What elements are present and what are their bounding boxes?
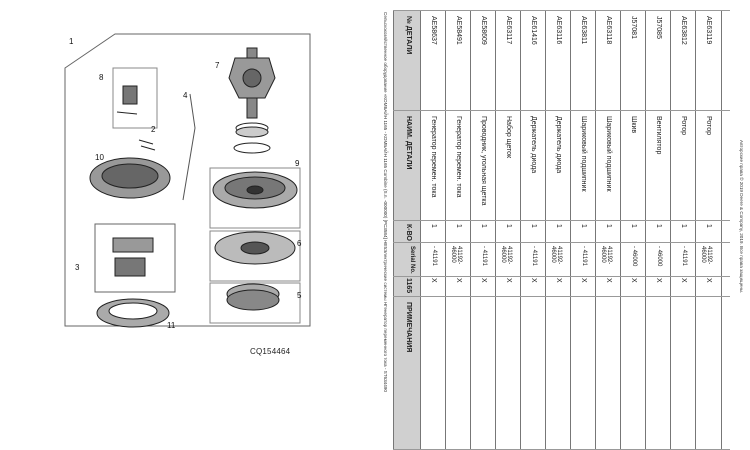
callout-2: 2	[151, 125, 156, 134]
table-row	[420, 10, 446, 450]
cell-qty: 1	[530, 224, 537, 228]
header-model: 1165	[405, 278, 412, 294]
callout-7: 7	[215, 61, 220, 70]
cell-qty: 1	[505, 224, 512, 228]
cell-part-number: AE63811	[580, 16, 587, 45]
cell-qty: 1	[705, 224, 712, 228]
cell-serial-range: 41192- 46000	[700, 246, 712, 265]
cell-part-name: Шариковый подшипник	[605, 116, 612, 192]
header-qty: К-ВО	[405, 224, 412, 241]
header-serial: Serial No.	[409, 246, 415, 274]
cell-part-number: AE58637	[430, 16, 437, 45]
cell-qty: 1	[480, 224, 487, 228]
header-part-number: № ДЕТАЛИ	[405, 16, 412, 55]
cell-model-mark: X	[455, 278, 462, 283]
cell-qty: 1	[605, 224, 612, 228]
table-row	[445, 10, 471, 450]
cell-part-number: J57081	[630, 16, 637, 39]
cell-model-mark: X	[605, 278, 612, 283]
callout-11: 11	[167, 321, 176, 330]
table-row	[545, 10, 571, 450]
cell-model-mark: X	[530, 278, 537, 283]
cell-part-name: Генератор перемен. тока	[430, 116, 437, 198]
cell-serial-range: - 41191	[431, 246, 437, 266]
cell-model-mark: X	[580, 278, 587, 283]
cell-serial-range: - 46000	[631, 246, 637, 267]
callout-5: 5	[297, 291, 302, 300]
cell-serial-range: 41192- 46000	[600, 246, 612, 265]
cell-part-number: AE63117	[505, 16, 512, 45]
cell-qty: 1	[430, 224, 437, 228]
callout-8: 8	[99, 73, 104, 82]
table-row	[495, 10, 521, 450]
header-part-name: НАИМ. ДЕТАЛИ	[405, 116, 412, 170]
cell-part-number: AE63119	[705, 16, 712, 45]
cell-model-mark: X	[655, 278, 662, 283]
cell-part-number: AE58491	[455, 16, 462, 45]
cell-serial-range: - 41191	[581, 246, 587, 266]
cell-qty: 1	[630, 224, 637, 228]
copyright-text: Авторские права © 2019 Deere & Company, …	[739, 140, 744, 294]
cell-part-name: Держатель диода	[555, 116, 562, 174]
cell-model-mark: X	[430, 278, 437, 283]
cell-part-name: Вентилятор	[655, 116, 662, 155]
cell-qty: 1	[555, 224, 562, 228]
cell-part-number: AE58609	[480, 16, 487, 45]
breadcrumb-text: Сельскохозяйственное оборудование «КОМБА…	[383, 12, 388, 392]
table-row	[595, 10, 621, 450]
cell-part-name: Ротор	[680, 116, 687, 136]
table-row	[620, 10, 646, 450]
cell-part-number: AE63116	[555, 16, 562, 45]
cell-part-number: AE63812	[680, 16, 687, 45]
callout-4: 4	[183, 91, 188, 100]
cell-serial-range: 41192- 46000	[550, 246, 562, 265]
cell-serial-range: - 41191	[481, 246, 487, 266]
table-row	[520, 10, 546, 450]
cell-model-mark: X	[630, 278, 637, 283]
cell-part-number: AE61416	[530, 16, 537, 45]
cell-qty: 1	[455, 224, 462, 228]
table-header-column	[393, 10, 421, 450]
cell-serial-range: - 41191	[531, 246, 537, 266]
cell-part-name: Шкив	[630, 116, 637, 134]
cell-part-number: AE63118	[605, 16, 612, 45]
cell-part-name: Ротор	[705, 116, 712, 136]
cell-qty: 1	[580, 224, 587, 228]
cell-serial-range: 41192- 46000	[500, 246, 512, 265]
cell-part-name: Набор щеток	[505, 116, 512, 159]
cell-qty: 1	[680, 224, 687, 228]
table-row	[645, 10, 671, 450]
header-notes: ПРИМЕЧАНИЯ	[405, 302, 412, 353]
cell-part-number: J57085	[655, 16, 662, 39]
exploded-alternator-diagram: 1 2 3 4 5 6 7 8 9 10 11	[64, 33, 311, 330]
cell-part-name: Генератор перемен. тока	[455, 116, 462, 198]
callout-1: 1	[69, 37, 74, 46]
callout-10: 10	[95, 153, 104, 162]
cell-model-mark: X	[555, 278, 562, 283]
callout-6: 6	[297, 239, 302, 248]
cell-model-mark: X	[705, 278, 712, 283]
cell-serial-range: - 46000	[656, 246, 662, 267]
cell-qty: 1	[655, 224, 662, 228]
parts-table: № ДЕТАЛИ НАИМ. ДЕТАЛИ К-ВО Serial No. 11…	[393, 10, 730, 450]
cell-part-name: Держатель диода	[530, 116, 537, 174]
callout-3: 3	[75, 263, 80, 272]
cell-model-mark: X	[480, 278, 487, 283]
cell-part-name: Проводник, угольная щетка	[480, 116, 487, 206]
table-row	[570, 10, 596, 450]
cell-serial-range: 41192- 46000	[450, 246, 462, 265]
figure-code: CQ154464	[250, 347, 291, 356]
cell-model-mark: X	[505, 278, 512, 283]
callout-9: 9	[295, 159, 300, 168]
table-row	[470, 10, 496, 450]
cell-model-mark: X	[680, 278, 687, 283]
table-row	[695, 10, 722, 450]
cell-serial-range: - 41191	[681, 246, 687, 266]
cell-part-name: Шариковый подшипник	[580, 116, 587, 192]
table-row	[670, 10, 696, 450]
